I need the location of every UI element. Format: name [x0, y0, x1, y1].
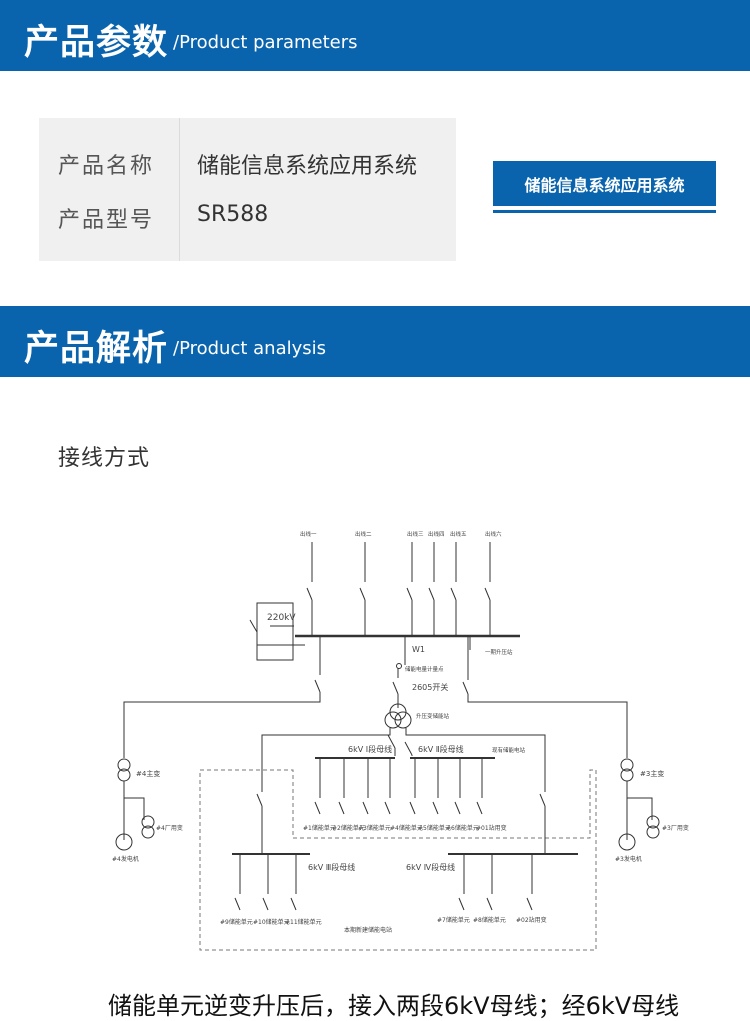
tx-switch-1 — [387, 734, 396, 756]
aux-t4-top — [141, 815, 155, 829]
unit-bottom-8: #8储能单元 — [473, 916, 506, 924]
bus-right-note: 一期升压站 — [485, 648, 513, 656]
step-up-transformer-b — [394, 711, 412, 729]
aux-t3-label: #3厂用变 — [662, 824, 689, 832]
tx-switch-2 — [404, 741, 413, 756]
product-model-label: 产品型号 — [58, 208, 155, 233]
bus-220-box — [256, 602, 294, 661]
unit-top-6: #6储能单元 — [446, 824, 479, 832]
transformer-note: 升压变储能站 — [416, 712, 450, 720]
analysis-title-cn: 产品解析 — [24, 329, 169, 369]
analysis-banner: 产品解析 /Product analysis — [0, 306, 750, 377]
wiring-heading: 接线方式 — [58, 446, 151, 471]
meter-point — [396, 663, 402, 669]
aux-t4-label: #4厂用变 — [156, 824, 183, 832]
w1-label: W1 — [412, 645, 425, 654]
feeder-lines — [306, 542, 491, 636]
feeder-label-2: 出线二 — [355, 530, 372, 538]
table-divider — [179, 118, 180, 261]
main-t4-label: #4主变 — [136, 769, 160, 778]
gen4-label: #4发电机 — [112, 855, 139, 863]
main-t4-top — [117, 758, 131, 772]
aux-t3-top — [646, 815, 660, 829]
analysis-title-en: /Product analysis — [173, 338, 327, 359]
right-branch — [462, 636, 628, 758]
breaker-2605-label: 2605开关 — [412, 682, 448, 692]
gen4-circle — [115, 833, 133, 851]
phase-boundary — [199, 769, 597, 951]
parameters-title-cn: 产品参数 — [24, 23, 169, 63]
aux-t3-bottom — [646, 825, 660, 839]
feeder-label-1: 出线一 — [300, 530, 317, 538]
step-up-transformer-c — [389, 703, 407, 721]
aux-t4-bottom — [141, 825, 155, 839]
unit-top-7: #01站用变 — [476, 824, 507, 832]
bus-6kv-2-label: 6kV Ⅱ段母线 — [418, 744, 464, 754]
right-link-down — [539, 782, 546, 854]
main-t3-label: #3主变 — [640, 769, 664, 778]
bus-6kv-4-label: 6kV Ⅳ段母线 — [406, 862, 455, 872]
product-name-value: 储能信息系统应用系统 — [197, 154, 418, 179]
unit-top-1: #1储能单元 — [303, 824, 336, 832]
main-t3-top — [620, 758, 634, 772]
t4-aux-link — [124, 797, 145, 820]
parameter-table: 产品名称 储能信息系统应用系统 产品型号 SR588 — [39, 118, 456, 261]
tx-to-right — [405, 728, 546, 782]
tx-to-left — [261, 728, 391, 782]
product-model-value: SR588 — [197, 202, 269, 227]
left-link-down — [256, 782, 263, 854]
unit-bottom-10: #10储能单元 — [253, 918, 290, 926]
feeder-label-4: 出线四 — [428, 530, 445, 538]
bus-6kv-3-label: 6kV Ⅲ段母线 — [308, 862, 355, 872]
meter-note: 储能电量计量点 — [405, 665, 444, 673]
unit-bottom-7: #7储能单元 — [437, 916, 470, 924]
feeder-label-5: 出线五 — [450, 530, 467, 538]
breaker-2605 — [392, 668, 399, 708]
feeder-label-6: 出线六 — [485, 530, 502, 538]
unit-top-4: #4储能单元 — [390, 824, 423, 832]
units-top-branches — [314, 758, 483, 815]
t3-aux-link — [627, 797, 653, 820]
bus-220-label: 220kV — [267, 613, 296, 623]
bus-6kv-1-label: 6kV Ⅰ段母线 — [348, 744, 392, 754]
unit-bottom-9: #9储能单元 — [220, 918, 253, 926]
diagram-caption: 储能单元逆变升压后，接入两段6kV母线；经6kV母线 — [108, 992, 680, 1020]
unit-bottom-02: #02站用变 — [516, 916, 547, 924]
step-up-transformer-a — [384, 711, 402, 729]
wiring-diagram: 出线一 出线二 出线三 出线四 出线五 出线六 220kV 一期升压站 W1 储… — [112, 530, 689, 951]
unit-bottom-11: #11储能单元 — [285, 918, 322, 926]
new-station-note: 现有储能电站 — [492, 746, 526, 754]
left-branch — [123, 636, 321, 758]
feeder-label-3: 出线三 — [407, 530, 424, 538]
unit-top-5: #5储能单元 — [418, 824, 451, 832]
unit-top-2: #2储能单元 — [332, 824, 365, 832]
phase-note: 本期新建储能电站 — [344, 926, 392, 934]
gen3-circle — [618, 833, 636, 851]
parameters-banner: 产品参数 /Product parameters — [0, 0, 750, 71]
unit-top-3: #3储能单元 — [358, 824, 391, 832]
gen3-label: #3发电机 — [615, 855, 642, 863]
product-name-label: 产品名称 — [58, 154, 155, 179]
product-name-button[interactable]: 储能信息系统应用系统 — [493, 161, 716, 213]
parameters-title-en: /Product parameters — [173, 32, 358, 53]
units-bottom-branches — [234, 854, 533, 911]
bus-220-link — [249, 619, 305, 646]
